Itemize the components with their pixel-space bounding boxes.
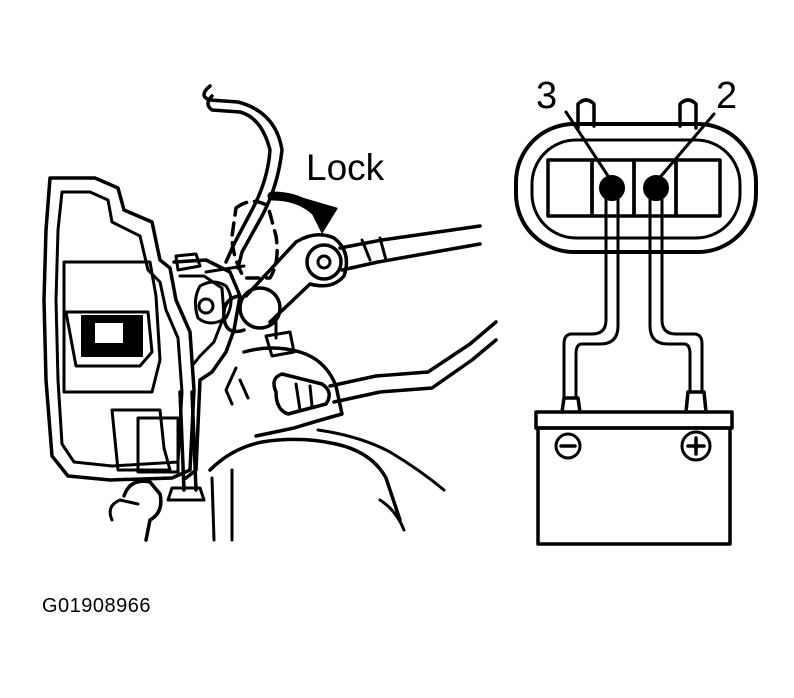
door-panel	[42, 176, 196, 482]
lock-rod-upper	[206, 94, 272, 264]
lever-pivot-outer	[305, 243, 343, 281]
mounting-plate	[172, 258, 242, 480]
battery-negative-symbol	[554, 432, 582, 460]
battery-terminal-negative	[560, 396, 582, 414]
battery-positive-cross	[686, 436, 706, 456]
connector-bracket-line	[204, 264, 246, 274]
rod-clip	[360, 236, 388, 262]
lower-rod-clip	[272, 372, 331, 416]
lock-rod-lower-left	[178, 390, 186, 492]
terminal-cavity-4	[674, 158, 722, 218]
connector-tab-right	[678, 98, 698, 130]
bottom-bracket-2	[108, 498, 140, 522]
connector-shell-inner	[530, 138, 742, 240]
jumper-wire-positive-inner	[660, 196, 704, 394]
lock-label: Lock	[306, 147, 385, 188]
outside-handle-rod-bottom	[340, 242, 482, 272]
leader-line-3	[564, 110, 614, 184]
connector-shell-outer	[514, 122, 758, 254]
inner-panel-contour-2	[316, 428, 446, 492]
jumper-wire-negative-inner	[574, 196, 620, 400]
probe-contact-2	[643, 175, 669, 201]
battery-positive-symbol	[680, 430, 712, 462]
jumper-wire-positive-outer	[648, 196, 692, 394]
bottom-line-left	[210, 476, 216, 542]
door-lock-mechanism	[42, 84, 498, 542]
latch-opening	[64, 310, 154, 368]
lock-rod-lower-right	[190, 390, 198, 492]
leader-line-2	[654, 112, 716, 184]
lower-linkage-contour	[224, 366, 250, 406]
terminal-2-label: 2	[716, 75, 737, 117]
lower-rod-lower	[332, 338, 498, 404]
jumper-wire-negative-outer	[562, 196, 608, 400]
upper-latch-detail	[174, 252, 202, 272]
actuator-shaft	[238, 286, 282, 330]
battery-terminal-positive	[684, 390, 708, 414]
door-panel-inner-edge	[54, 190, 184, 468]
bottom-fastener	[166, 486, 206, 502]
lower-linkage-housing	[242, 346, 344, 438]
figure-code: G01908966	[42, 595, 152, 617]
battery-body	[536, 426, 732, 546]
latch-housing	[62, 260, 162, 394]
probe-contact-3	[599, 175, 625, 201]
bottom-bracket	[122, 479, 163, 542]
connector-tab-left	[576, 98, 596, 130]
inner-panel-contour-3	[378, 498, 406, 532]
holder-bolt	[197, 297, 215, 315]
lower-rod-clip-slot	[294, 382, 314, 412]
latch-block-highlight	[93, 321, 125, 345]
lever-arm	[244, 233, 349, 324]
lower-box	[136, 416, 180, 474]
lock-knob-holder	[193, 280, 233, 325]
lower-bracket	[110, 408, 172, 472]
connector-and-battery	[514, 98, 758, 546]
lock-arrow-head	[304, 198, 338, 234]
inner-panel-contour	[208, 437, 402, 522]
lever-pivot-inner	[316, 254, 332, 270]
lower-rod-upper	[328, 320, 498, 388]
terminal-3-label: 3	[536, 75, 557, 117]
